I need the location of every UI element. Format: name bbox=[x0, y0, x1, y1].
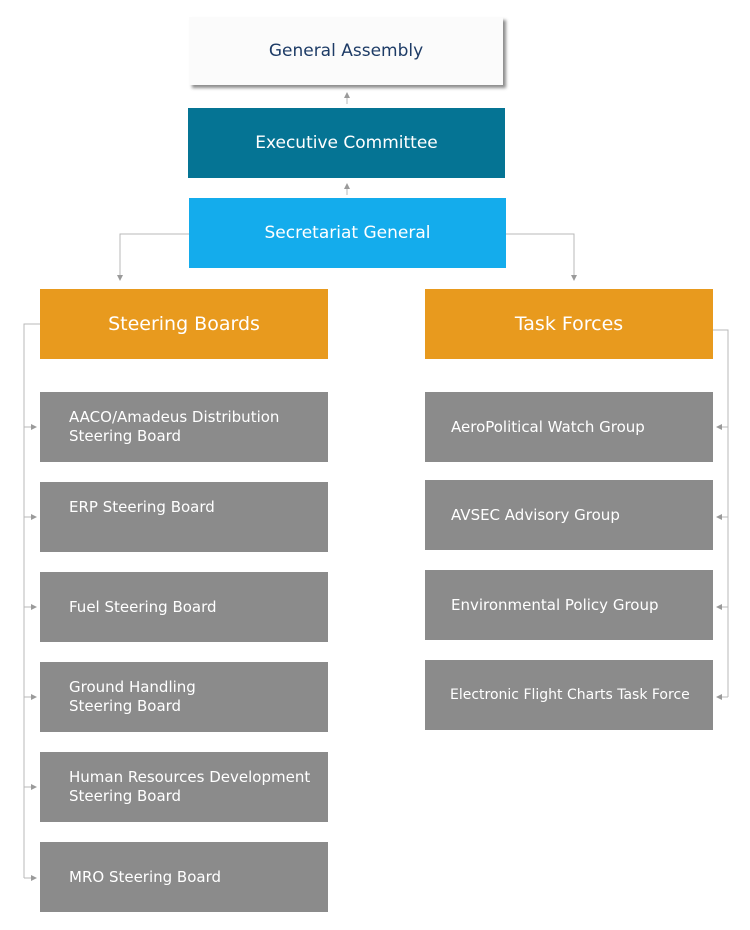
steering-board-item: ERP Steering Board bbox=[40, 482, 328, 552]
connector-sec-to-taskforces bbox=[506, 233, 577, 281]
task-force-item: AVSEC Advisory Group bbox=[425, 480, 713, 550]
task-force-label: AVSEC Advisory Group bbox=[451, 505, 620, 524]
steering-board-item: AACO/Amadeus Distribution Steering Board bbox=[40, 392, 328, 462]
steering-board-label: Ground Handling Steering Board bbox=[69, 678, 196, 715]
steering-board-label: Fuel Steering Board bbox=[69, 597, 217, 616]
secretariat-general-box: Secretariat General bbox=[189, 198, 506, 268]
steering-boards-title: Steering Boards bbox=[108, 313, 260, 335]
steering-board-label: MRO Steering Board bbox=[69, 867, 222, 886]
task-force-label: Environmental Policy Group bbox=[451, 595, 659, 614]
task-force-item: Electronic Flight Charts Task Force bbox=[425, 660, 713, 730]
executive-committee-box: Executive Committee bbox=[188, 108, 505, 178]
general-assembly-label: General Assembly bbox=[268, 41, 424, 61]
task-force-label: AeroPolitical Watch Group bbox=[451, 417, 645, 436]
steering-board-item: Fuel Steering Board bbox=[40, 572, 328, 642]
task-forces-title: Task Forces bbox=[514, 313, 624, 335]
connector-sec-to-steering bbox=[117, 233, 189, 281]
task-force-item: Environmental Policy Group bbox=[425, 570, 713, 640]
steering-bracket bbox=[23, 323, 40, 878]
task-force-item: AeroPolitical Watch Group bbox=[425, 392, 713, 462]
steering-board-label: ERP Steering Board bbox=[69, 498, 215, 516]
taskforce-bracket bbox=[713, 329, 729, 697]
steering-boards-header: Steering Boards bbox=[40, 289, 328, 359]
executive-committee-label: Executive Committee bbox=[255, 133, 438, 153]
secretariat-general-label: Secretariat General bbox=[264, 223, 431, 243]
steering-board-item: Human Resources Development Steering Boa… bbox=[40, 752, 328, 822]
general-assembly-box: General Assembly bbox=[189, 17, 503, 85]
task-force-label: Electronic Flight Charts Task Force bbox=[450, 686, 690, 703]
steering-board-label: AACO/Amadeus Distribution Steering Board bbox=[69, 408, 280, 445]
steering-board-label: Human Resources Development Steering Boa… bbox=[69, 768, 311, 805]
steering-board-item: Ground Handling Steering Board bbox=[40, 662, 328, 732]
steering-board-item: MRO Steering Board bbox=[40, 842, 328, 912]
task-forces-header: Task Forces bbox=[425, 289, 713, 359]
